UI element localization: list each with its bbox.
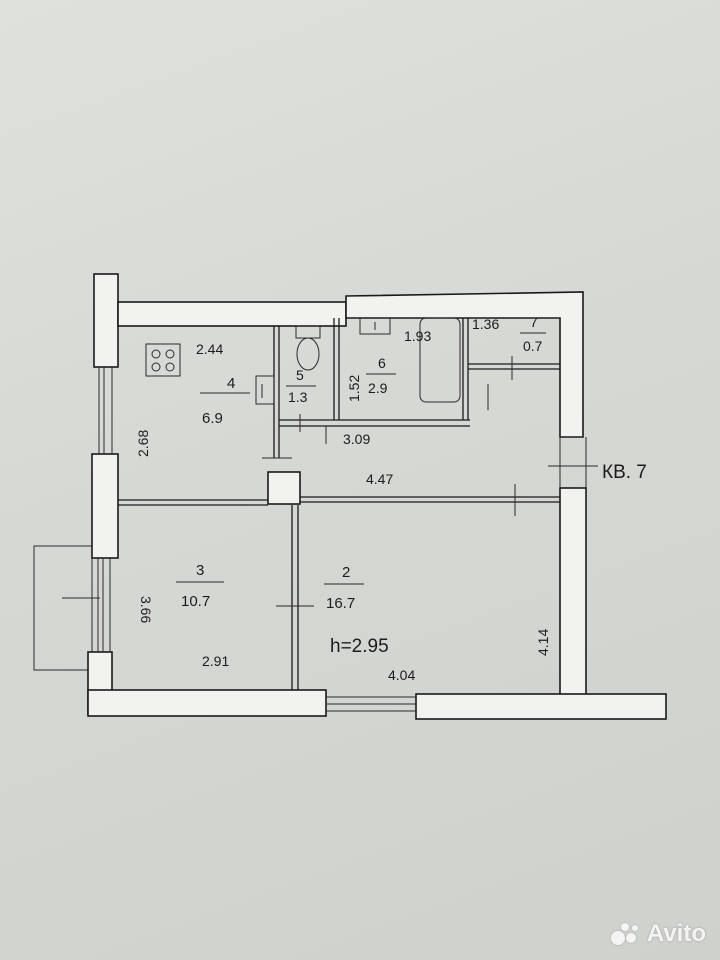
dim-room2-depth: 4.14 — [535, 629, 551, 656]
dim-kitchen-depth: 2.68 — [135, 430, 151, 457]
sink-icon — [255, 375, 275, 405]
room-7-number: 7 — [530, 314, 538, 330]
entrance-door — [548, 437, 598, 488]
dim-bath-depth: 1.52 — [346, 375, 362, 402]
room-3-number: 3 — [196, 562, 204, 579]
washbasin-icon — [359, 318, 391, 335]
room-3-area: 10.7 — [181, 593, 210, 610]
apartment-label: КВ. 7 — [602, 462, 647, 483]
dim-room3-width: 2.91 — [202, 653, 229, 669]
avito-watermark: Avito — [610, 920, 706, 948]
room-5-area: 1.3 — [288, 389, 308, 405]
stove-icon — [145, 343, 181, 377]
dim-kitchen-width: 2.44 — [196, 341, 223, 357]
avito-logo-icon — [610, 921, 641, 947]
bathtub-icon — [419, 317, 461, 403]
balcony — [33, 545, 93, 671]
room-2-number: 2 — [342, 564, 350, 581]
room-4-number: 4 — [227, 375, 235, 392]
room-6-area: 2.9 — [368, 380, 388, 396]
dim-room2-width: 4.04 — [388, 667, 415, 683]
room-2-area: 16.7 — [326, 595, 355, 612]
dim-bath-width: 1.93 — [404, 328, 431, 344]
exterior-walls — [87, 273, 667, 720]
room-7-area: 0.7 — [523, 338, 543, 354]
avito-text: Avito — [646, 920, 706, 947]
room-5-number: 5 — [296, 367, 304, 383]
dim-corridor-top: 3.09 — [343, 431, 370, 447]
dim-closet-width: 1.36 — [472, 316, 499, 332]
dim-corridor-length: 4.47 — [366, 471, 393, 487]
toilet-icon — [295, 325, 321, 371]
ceiling-height: h=2.95 — [330, 636, 389, 657]
dim-room3-depth: 3.66 — [138, 596, 154, 623]
room-4-area: 6.9 — [202, 410, 223, 427]
interior-walls — [118, 318, 560, 690]
room-6-number: 6 — [378, 355, 386, 371]
windows — [97, 367, 416, 712]
door-marks — [262, 356, 516, 607]
